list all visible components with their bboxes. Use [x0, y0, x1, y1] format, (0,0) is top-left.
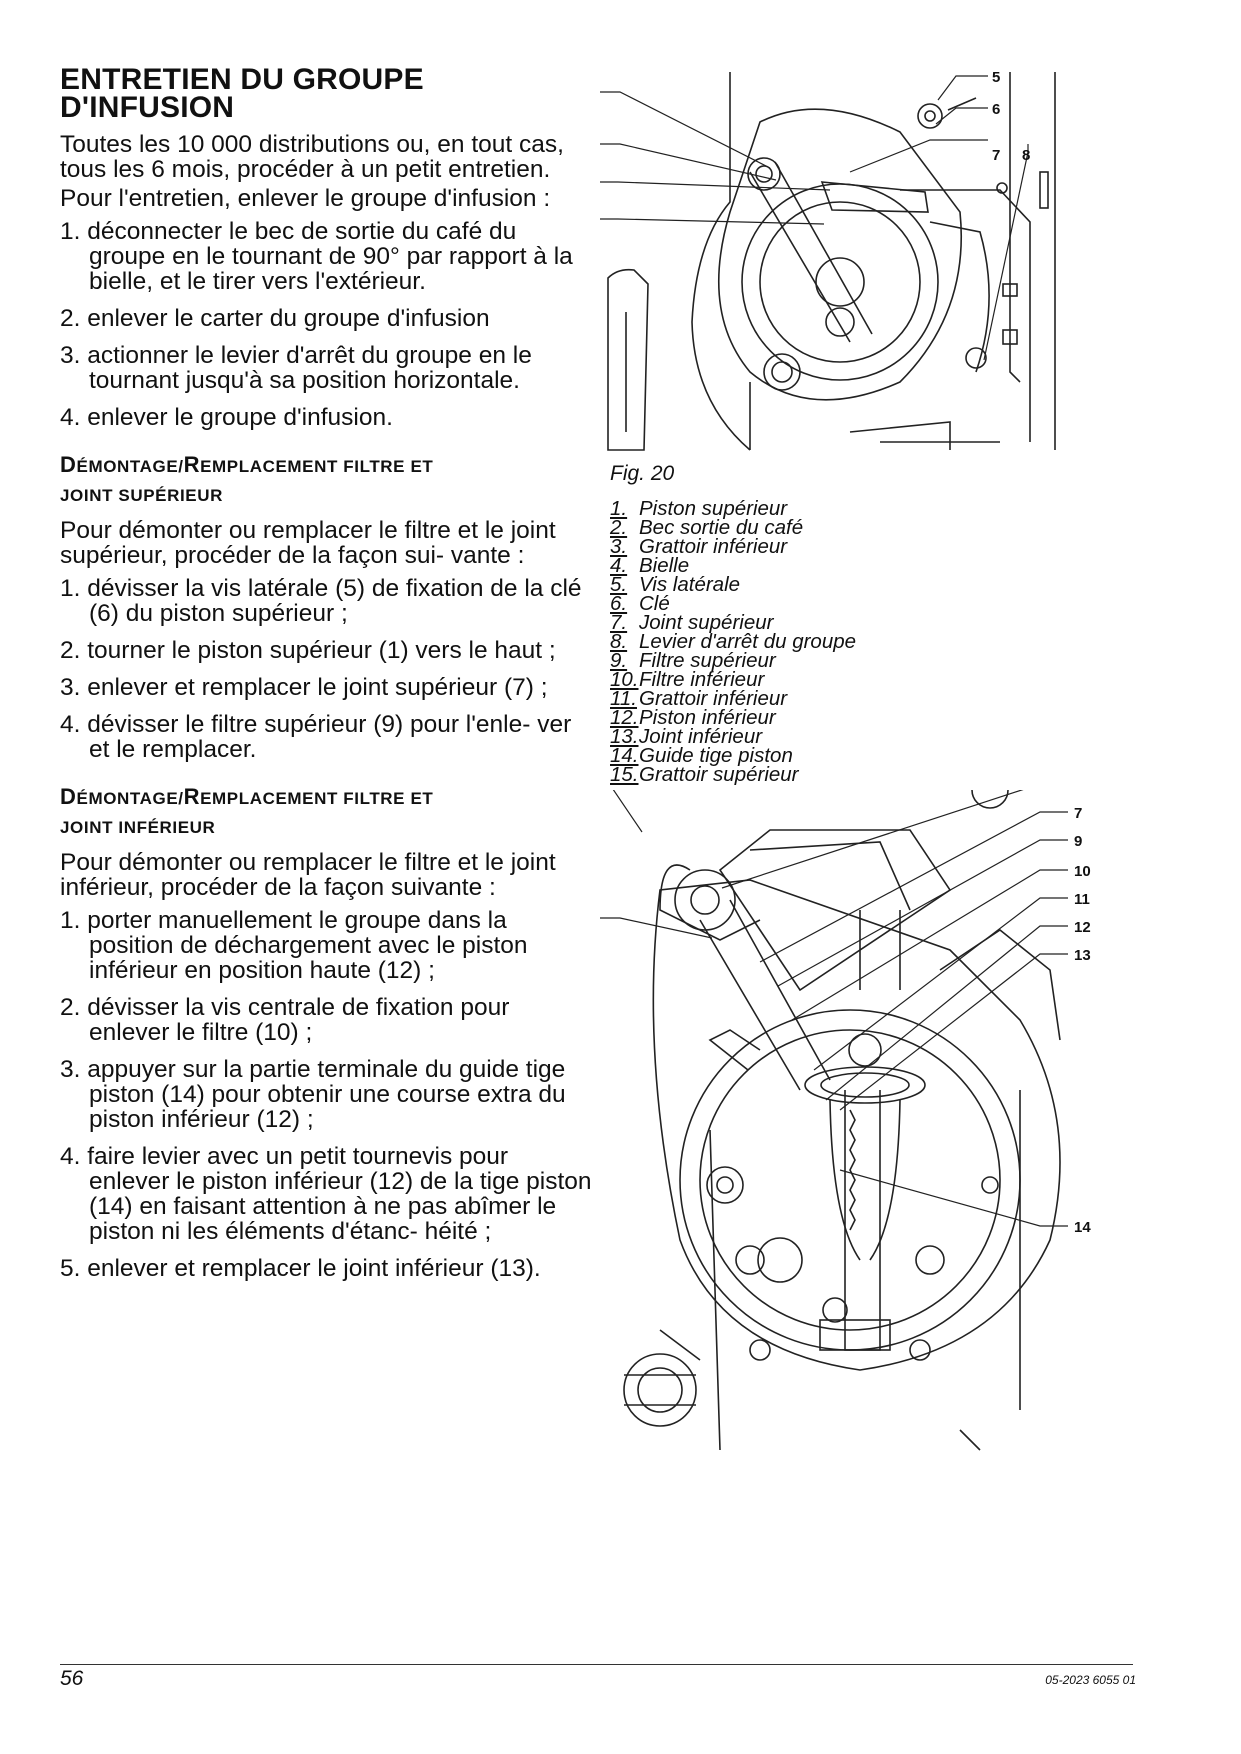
- list-item: 2. tourner le piston supérieur (1) vers …: [60, 637, 556, 664]
- bottom-figure-callouts: 1 7 9 10 11 12 13 2 15 14: [1074, 790, 1091, 1236]
- callout-label: 1: [1074, 790, 1082, 794]
- page-title: ENTRETIEN DU GROUPE D'INFUSION: [60, 63, 592, 124]
- legend-item: 6.Clé: [610, 592, 670, 615]
- callout-label: 10: [1074, 863, 1091, 880]
- intro-paragraph-2: Pour l'entretien, enlever le groupe d'in…: [60, 185, 551, 212]
- legend-item: 3.Grattoir inférieur: [610, 535, 788, 558]
- brew-group-illustration-bottom: 1 7 9 10 11 12 13 2 15 14: [600, 790, 1091, 1451]
- legend-item: 13.Joint inférieur: [610, 725, 763, 748]
- callout-label: 8: [1022, 147, 1030, 164]
- list-item: 5. enlever et remplacer le joint inférie…: [60, 1255, 541, 1282]
- intro-paragraph-1: Toutes les 10 000 distributions ou, en t…: [60, 131, 564, 183]
- legend-item: 15.Grattoir supérieur: [610, 763, 799, 786]
- figure-legend: 1.Piston supérieur 2.Bec sortie du café …: [610, 497, 930, 786]
- brew-group-illustration-top: 1 2 3 4 5 6 7 8: [600, 72, 1056, 451]
- section-upper-intro: Pour démonter ou remplacer le filtre et …: [60, 517, 556, 569]
- callout-label: 7: [992, 147, 1000, 164]
- callout-label: 7: [1074, 805, 1082, 822]
- figure-caption: Fig. 20: [610, 462, 675, 485]
- list-item: 4. faire levier avec un petit tournevis …: [60, 1143, 592, 1245]
- callout-label: 5: [992, 72, 1000, 86]
- legend-item: 4.Bielle: [610, 554, 690, 577]
- callout-label: 13: [1074, 947, 1091, 964]
- list-item: 1. déconnecter le bec de sortie du café …: [60, 218, 573, 295]
- upper-steps-list: 1. dévisser la vis latérale (5) de fixat…: [60, 576, 592, 762]
- list-item: 3. appuyer sur la partie terminale du gu…: [60, 1056, 566, 1133]
- page-number: 56: [60, 1667, 84, 1690]
- legend-item: 8.Levier d'arrêt du groupe: [610, 630, 857, 653]
- section-heading-upper: DÉMONTAGE/REMPLACEMENT FILTRE ET JOINT S…: [60, 452, 434, 505]
- list-item: 1. dévisser la vis latérale (5) de fixat…: [60, 575, 582, 627]
- title-line-2: D'INFUSION: [60, 91, 235, 124]
- legend-item: 7.Joint supérieur: [610, 611, 774, 634]
- list-item: 2. dévisser la vis centrale de fixation …: [60, 994, 510, 1046]
- document-reference: 05-2023 6055 01: [1045, 1673, 1136, 1687]
- section-heading-lower: DÉMONTAGE/REMPLACEMENT FILTRE ET JOINT I…: [60, 784, 434, 837]
- list-item: 1. porter manuellement le groupe dans la…: [60, 907, 528, 984]
- list-item: 2. enlever le carter du groupe d'infusio…: [60, 305, 490, 332]
- section-lower-intro: Pour démonter ou remplacer le filtre et …: [60, 849, 556, 901]
- list-item: 4. enlever le groupe d'infusion.: [60, 404, 393, 431]
- list-item: 3. enlever et remplacer le joint supérie…: [60, 674, 548, 701]
- callout-label: 11: [1074, 891, 1090, 908]
- top-figure-callouts: 1 2 3 4 5 6 7 8: [992, 72, 1030, 164]
- lower-steps-list: 1. porter manuellement le groupe dans la…: [60, 908, 592, 1281]
- legend-item: 5.Vis latérale: [610, 573, 741, 596]
- legend-item: 14.Guide tige piston: [610, 744, 793, 767]
- callout-label: 9: [1074, 833, 1082, 850]
- legend-item: 1.Piston supérieur: [610, 497, 788, 520]
- callout-label: 6: [992, 101, 1000, 118]
- removal-steps-list: 1. déconnecter le bec de sortie du café …: [60, 219, 592, 430]
- list-item: 4. dévisser le filtre supérieur (9) pour…: [60, 711, 572, 763]
- footer-divider: [60, 1664, 1133, 1665]
- legend-item: 10.Filtre inférieur: [610, 668, 765, 691]
- legend-item: 2.Bec sortie du café: [610, 516, 804, 539]
- list-item: 3. actionner le levier d'arrêt du groupe…: [60, 342, 532, 394]
- legend-item: 12.Piston inférieur: [610, 706, 776, 729]
- main-text-column: ENTRETIEN DU GROUPE D'INFUSION Toutes le…: [60, 63, 592, 1293]
- callout-label: 14: [1074, 1219, 1091, 1236]
- legend-item: 9.Filtre supérieur: [610, 649, 776, 672]
- title-line-1: ENTRETIEN DU GROUPE: [60, 63, 424, 96]
- legend-item: 11.Grattoir inférieur: [610, 687, 788, 710]
- callout-label: 12: [1074, 919, 1091, 936]
